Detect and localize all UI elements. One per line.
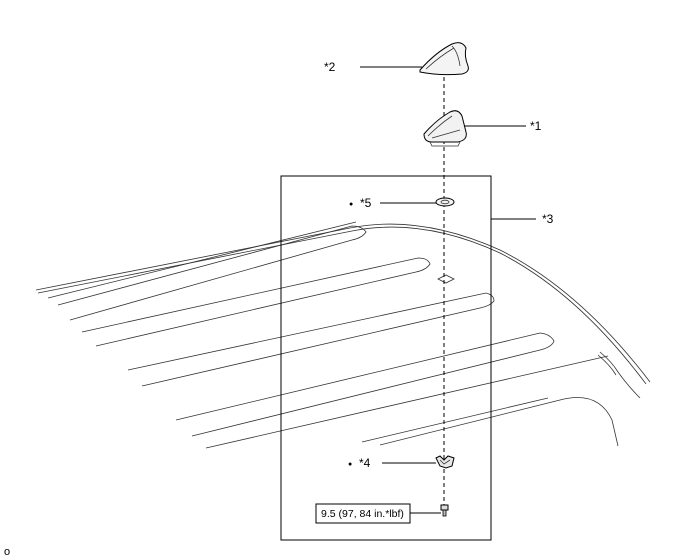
torque-spec-box: 9.5 (97, 84 in.*lbf) [315, 503, 411, 524]
bullet-4: ● [348, 461, 352, 468]
clip-nut-part [435, 455, 455, 469]
bullet-5: ● [349, 201, 353, 208]
corner-mark: o [4, 546, 10, 558]
detail-frame [280, 175, 492, 541]
roof-panel [35, 221, 651, 449]
callout-1: *1 [530, 119, 542, 133]
gasket-part [435, 197, 455, 207]
bolt-part [440, 504, 449, 517]
callout-2: *2 [324, 60, 336, 74]
antenna-body-part [423, 110, 467, 147]
callout-4: *4 [359, 456, 371, 470]
callout-5: *5 [360, 196, 372, 210]
antenna-cover-part [419, 42, 469, 76]
callout-3: *3 [542, 212, 554, 226]
torque-spec-value: 9.5 (97, 84 in.*lbf) [321, 508, 404, 520]
